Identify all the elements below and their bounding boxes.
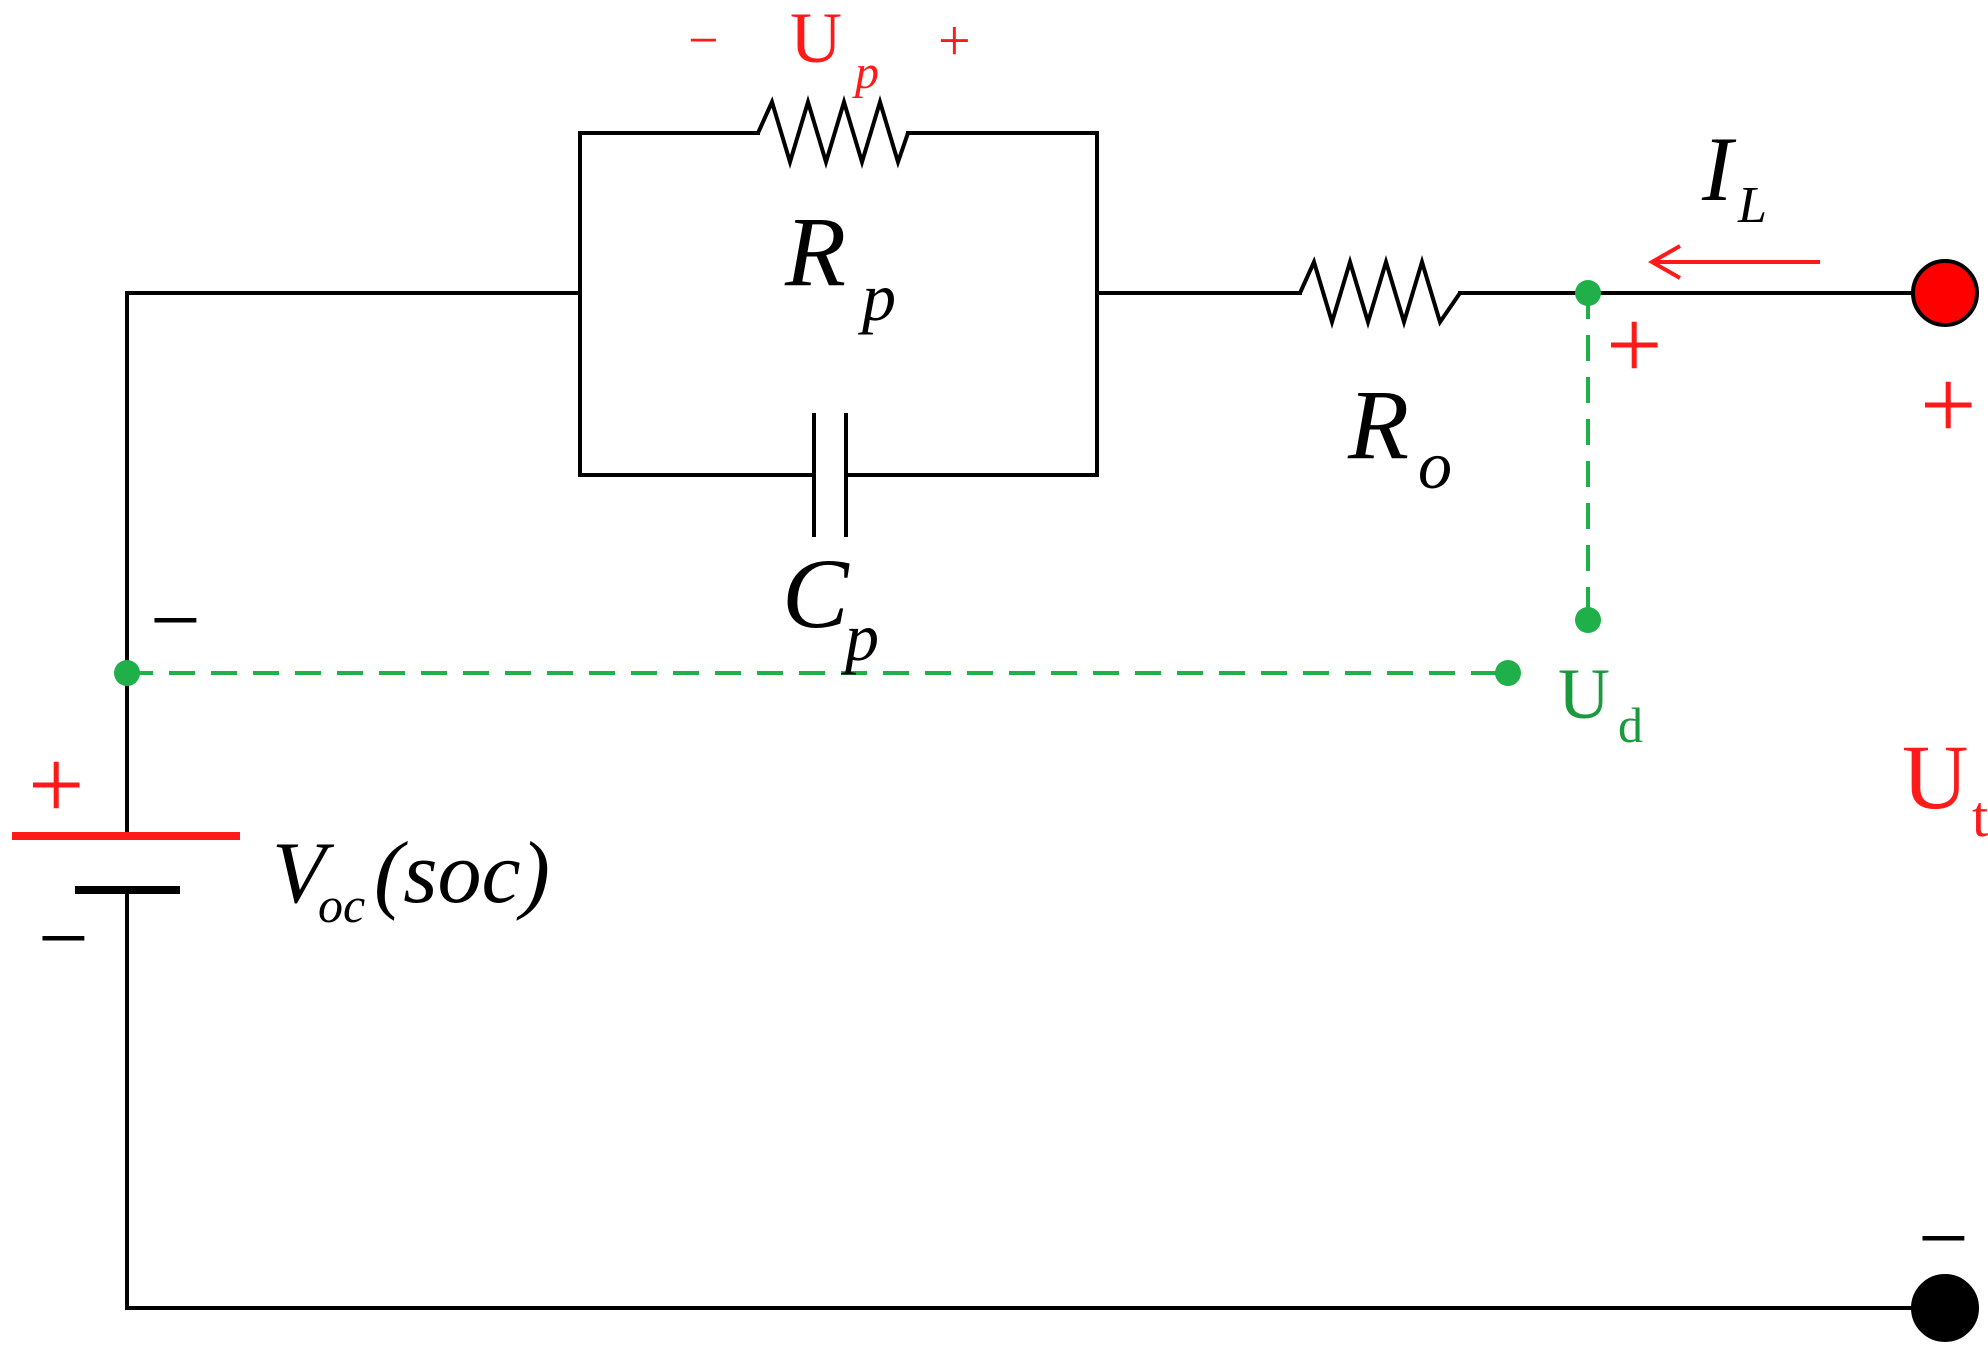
battery-voc — [12, 832, 240, 894]
ut-minus-label: − — [1918, 1189, 1969, 1288]
node-dot-ud-end — [1495, 660, 1521, 686]
ud-subscript: d — [1618, 697, 1643, 753]
wire-parallel-top-left — [578, 131, 760, 477]
wire-left-bottom — [125, 888, 1912, 1310]
ut-subscript: t — [1972, 784, 1988, 849]
rp-label: R — [784, 196, 846, 307]
cp-label: C — [782, 538, 850, 649]
ro-subscript: o — [1418, 427, 1452, 503]
terminal-positive — [1911, 259, 1979, 327]
voc-subscript: oc — [318, 877, 365, 933]
current-arrow-il — [1647, 244, 1820, 280]
node-dot-top — [1575, 280, 1601, 306]
wire-left-top — [125, 291, 582, 832]
up-subscript: p — [852, 46, 879, 99]
terminal-negative — [1911, 1274, 1979, 1342]
battery-plus-label: + — [28, 729, 84, 840]
ro-label: R — [1347, 369, 1409, 480]
cp-subscript: p — [841, 599, 879, 675]
ud-label: U — [1558, 654, 1610, 734]
wire-parallel-top-right — [906, 131, 1099, 477]
node-dot-left — [114, 660, 140, 686]
battery-minus-label: − — [38, 889, 89, 988]
up-minus-label: − — [688, 10, 718, 70]
node-dot-ud-vertical-end — [1575, 607, 1601, 633]
il-subscript: L — [1737, 177, 1767, 234]
resistor-rp — [756, 95, 910, 169]
capacitor-cp — [812, 413, 848, 537]
up-plus-label: + — [938, 8, 971, 73]
up-label: U — [790, 0, 842, 78]
voc-argument: (soc) — [374, 825, 550, 922]
voc-label: V — [272, 825, 335, 922]
resistor-ro — [1298, 255, 1462, 329]
ut-plus-label: + — [1920, 349, 1976, 460]
circuit-wires — [125, 131, 1912, 1310]
ut-label: U — [1902, 726, 1968, 828]
il-label: I — [1701, 118, 1737, 220]
ud-measurement — [114, 280, 1601, 686]
left-minus-label: − — [150, 571, 201, 670]
ud-plus-label: + — [1606, 289, 1662, 400]
rp-subscript: p — [858, 259, 896, 335]
